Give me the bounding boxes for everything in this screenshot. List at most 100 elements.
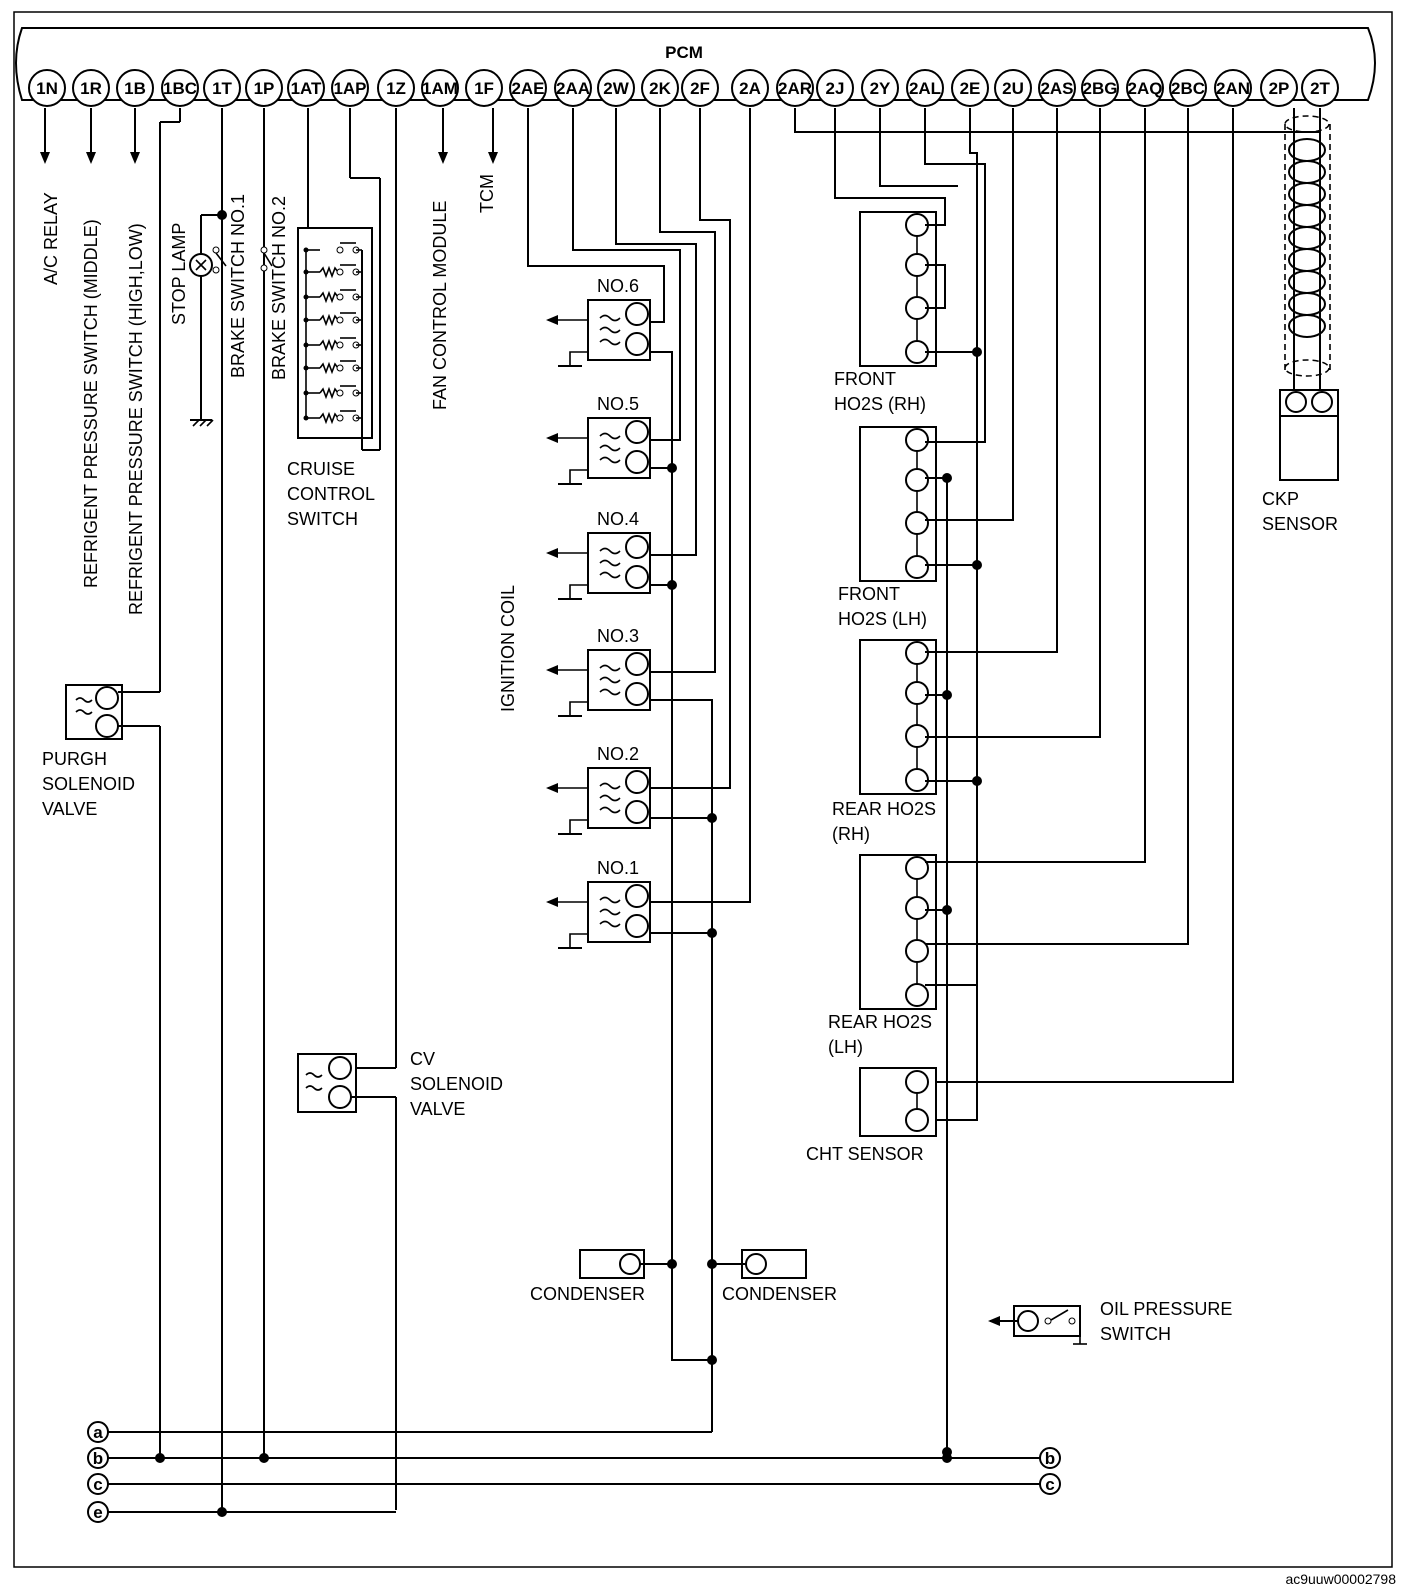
- cruise-label-1: CRUISE: [287, 459, 355, 479]
- pin-2e: 2E: [951, 69, 989, 107]
- bus-c-left: c: [93, 1475, 102, 1494]
- pin-2ae: 2AE: [509, 69, 547, 107]
- pin-1f: 1F: [465, 69, 503, 107]
- brake-switch-1-label: BRAKE SWITCH NO.1: [228, 194, 248, 378]
- pin-1p: 1P: [245, 69, 283, 107]
- coil-label-2: NO.2: [597, 744, 639, 764]
- pin-2aq: 2AQ: [1126, 69, 1164, 107]
- pin-2an: 2AN: [1214, 69, 1252, 107]
- coil-label-3: NO.3: [597, 626, 639, 646]
- ckp-sensor: CKP SENSOR: [1262, 108, 1339, 534]
- svg-text:1R: 1R: [80, 79, 102, 98]
- front-lh-label-2: HO2S (LH): [838, 609, 927, 629]
- svg-text:2E: 2E: [960, 79, 981, 98]
- ignition-coil-4: NO.4: [546, 509, 651, 600]
- pin-2w: 2W: [597, 69, 635, 107]
- svg-text:2F: 2F: [690, 79, 710, 98]
- svg-text:1Z: 1Z: [386, 79, 406, 98]
- svg-text:2BG: 2BG: [1083, 79, 1118, 98]
- svg-text:1AP: 1AP: [333, 79, 366, 98]
- bus-c-right: c: [1045, 1475, 1054, 1494]
- svg-text:1T: 1T: [212, 79, 232, 98]
- front-lh-label-1: FRONT: [838, 584, 900, 604]
- svg-text:1B: 1B: [124, 79, 146, 98]
- svg-text:1BC: 1BC: [163, 79, 197, 98]
- stop-lamp-circuit: [159, 108, 227, 1510]
- svg-text:1N: 1N: [36, 79, 58, 98]
- tcm-label: TCM: [477, 174, 497, 213]
- pcm-title: PCM: [665, 43, 703, 62]
- pin-2k: 2K: [641, 69, 679, 107]
- pin-2j: 2J: [816, 69, 854, 107]
- svg-text:2AL: 2AL: [909, 79, 941, 98]
- rear-rh-label-2: (RH): [832, 824, 870, 844]
- bus-b-left: b: [93, 1449, 103, 1468]
- condenser-label-right: CONDENSER: [722, 1284, 837, 1304]
- ho2s-labels: FRONT HO2S (RH) FRONT HO2S (LH) REAR HO2…: [828, 369, 936, 1057]
- purge-label-3: VALVE: [42, 799, 97, 819]
- svg-text:1AM: 1AM: [422, 79, 458, 98]
- svg-text:2K: 2K: [649, 79, 671, 98]
- oil-label-1: OIL PRESSURE: [1100, 1299, 1232, 1319]
- left-wires: [40, 108, 498, 164]
- fan-control-module-label: FAN CONTROL MODULE: [430, 201, 450, 410]
- vertical-labels: A/C RELAY REFRIGENT PRESSURE SWITCH (MID…: [41, 174, 518, 712]
- bus-e-left: e: [93, 1503, 102, 1522]
- svg-text:2J: 2J: [826, 79, 845, 98]
- coil-label-1: NO.1: [597, 858, 639, 878]
- purge-solenoid-valve: PURGH SOLENOID VALVE: [42, 684, 161, 1452]
- refrigerant-highlow-label: REFRIGENT PRESSURE SWITCH (HIGH,LOW): [126, 223, 146, 615]
- cv-label-1: CV: [410, 1049, 435, 1069]
- svg-text:2AE: 2AE: [511, 79, 544, 98]
- pin-2t: 2T: [1301, 69, 1339, 107]
- stop-lamp-label: STOP LAMP: [169, 223, 189, 325]
- pin-1t: 1T: [203, 69, 241, 107]
- ac-relay-label: A/C RELAY: [41, 192, 61, 285]
- ckp-label-2: SENSOR: [1262, 514, 1338, 534]
- svg-text:2W: 2W: [603, 79, 629, 98]
- pin-1z: 1Z: [377, 69, 415, 107]
- ckp-label-1: CKP: [1262, 489, 1299, 509]
- cruise-label-3: SWITCH: [287, 509, 358, 529]
- purge-label-1: PURGH: [42, 749, 107, 769]
- cruise-control-switch: CRUISE CONTROL SWITCH: [287, 108, 381, 529]
- ignition-coils: NO.6NO.5NO.4NO.3NO.2NO.1: [546, 276, 651, 949]
- ignition-coil-2: NO.2: [546, 744, 651, 835]
- pin-1r: 1R: [72, 69, 110, 107]
- ignition-coil-3: NO.3: [546, 626, 651, 717]
- pin-2f: 2F: [681, 69, 719, 107]
- svg-text:2AR: 2AR: [778, 79, 812, 98]
- pin-2p: 2P: [1260, 69, 1298, 107]
- front-rh-label-1: FRONT: [834, 369, 896, 389]
- pin-2bg: 2BG: [1081, 69, 1119, 107]
- front-lh-ho2s: [859, 426, 937, 582]
- rear-lh-label-1: REAR HO2S: [828, 1012, 932, 1032]
- front-rh-ho2s: [859, 211, 937, 367]
- ignition-coil-label: IGNITION COIL: [498, 585, 518, 712]
- front-rh-label-2: HO2S (RH): [834, 394, 926, 414]
- ignition-coil-6: NO.6: [546, 276, 651, 367]
- refrigerant-middle-label: REFRIGENT PRESSURE SWITCH (MIDDLE): [81, 219, 101, 588]
- svg-text:1P: 1P: [254, 79, 275, 98]
- cruise-label-2: CONTROL: [287, 484, 375, 504]
- pin-1n: 1N: [28, 69, 66, 107]
- pin-1b: 1B: [116, 69, 154, 107]
- svg-text:2U: 2U: [1002, 79, 1024, 98]
- pin-2y: 2Y: [861, 69, 899, 107]
- ignition-coil-1: NO.1: [546, 858, 651, 949]
- ho2s-sensors: [859, 211, 937, 1010]
- rear-lh-label-2: (LH): [828, 1037, 863, 1057]
- cv-solenoid-valve: CV SOLENOID VALVE: [297, 108, 503, 1510]
- pin-2as: 2AS: [1038, 69, 1076, 107]
- condensers: CONDENSER CONDENSER: [530, 1249, 837, 1304]
- svg-text:2AQ: 2AQ: [1128, 79, 1163, 98]
- rear-rh-label-1: REAR HO2S: [832, 799, 936, 819]
- frame: [13, 11, 1393, 1568]
- svg-text:2T: 2T: [1310, 79, 1330, 98]
- svg-text:2P: 2P: [1269, 79, 1290, 98]
- svg-text:2A: 2A: [739, 79, 761, 98]
- bus-lines: a b c e b c: [87, 1360, 1061, 1523]
- svg-text:2AN: 2AN: [1216, 79, 1250, 98]
